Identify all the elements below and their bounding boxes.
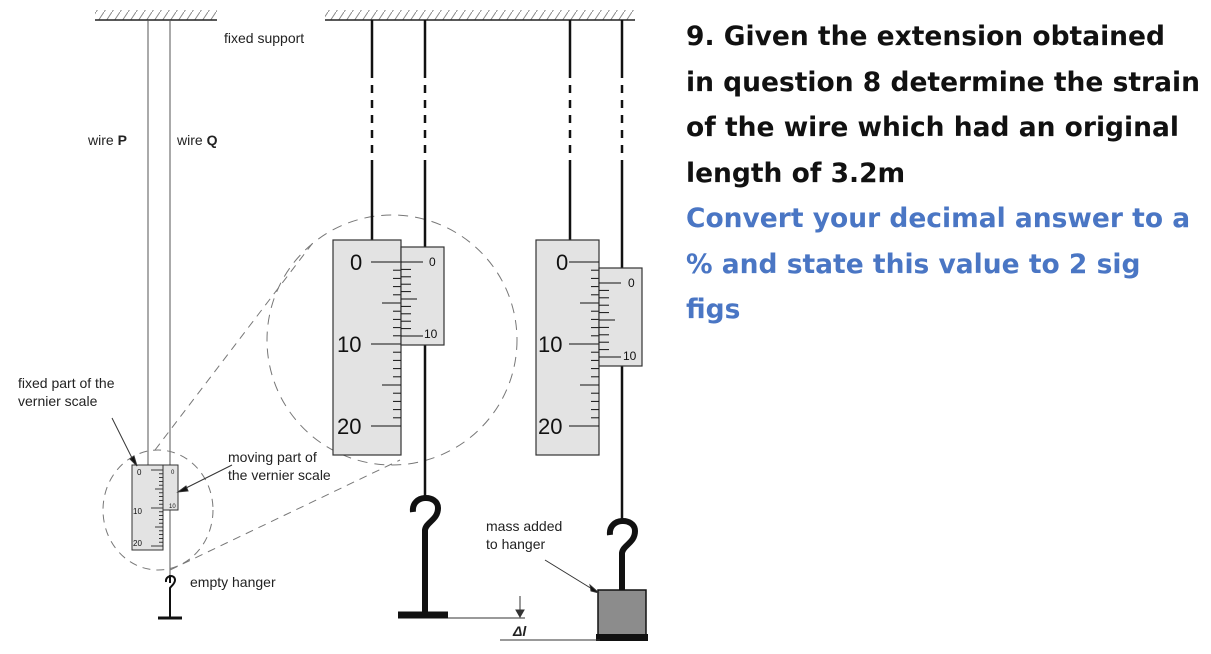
zoom-circle-small — [102, 449, 214, 571]
wire-p-label: wire P — [87, 132, 127, 148]
small-main-tick-label-0: 0 — [137, 468, 142, 477]
right-main-tick-label-10: 10 — [538, 332, 562, 357]
pointer-arrows — [111, 417, 600, 594]
middle-main-tick-label-20: 20 — [337, 414, 361, 439]
small-vernier-tick-label-10: 10 — [169, 504, 176, 510]
middle-hanger-icon — [398, 495, 448, 619]
mass-added-label-line2: to hanger — [486, 536, 545, 552]
right-main-tick-label-20: 20 — [538, 414, 562, 439]
vernier-diagram: 0 10 20 0 10 0 10 20 0 10 — [18, 10, 648, 641]
middle-vernier-tick-label-0: 0 — [429, 255, 436, 269]
small-main-tick-label-10: 10 — [133, 507, 142, 516]
right-fixed-scale: 0 10 20 — [535, 239, 600, 456]
moving-part-label-line2: the vernier scale — [228, 467, 331, 483]
ceiling-left — [95, 10, 217, 21]
small-moving-scale: 0 10 — [162, 464, 179, 511]
mass-block — [596, 589, 648, 641]
right-main-tick-label-0: 0 — [556, 250, 568, 275]
fixed-part-label-line1: fixed part of the — [18, 375, 115, 391]
delta-l-label: Δl — [512, 623, 527, 639]
moving-part-label-line1: moving part of — [228, 449, 317, 465]
right-vernier-tick-label-0: 0 — [628, 276, 635, 290]
zoom-leader-lines — [154, 239, 401, 571]
fixed-support-label: fixed support — [224, 30, 304, 46]
middle-vernier-tick-label-10: 10 — [424, 327, 438, 341]
zoom-circle-large — [266, 214, 518, 466]
fixed-part-label-line2: vernier scale — [18, 393, 98, 409]
instruction-text: Convert your decimal answer to a % and s… — [686, 203, 1191, 325]
small-vernier-tick-label-0: 0 — [171, 470, 175, 476]
ceiling-right — [325, 10, 635, 21]
empty-hanger-label: empty hanger — [190, 574, 276, 590]
question-text: 9. Given the extension obtained in quest… — [686, 21, 1200, 189]
mass-added-label-line1: mass added — [486, 518, 562, 534]
middle-fixed-scale: 0 10 20 — [332, 239, 402, 456]
small-main-tick-label-20: 20 — [133, 539, 142, 548]
middle-moving-scale: 0 10 — [400, 246, 445, 346]
wire-q-label: wire Q — [176, 132, 218, 148]
small-fixed-scale: 0 10 20 — [131, 464, 164, 551]
middle-main-tick-label-0: 0 — [350, 250, 362, 275]
extension-marker — [448, 596, 600, 641]
question-panel: 9. Given the extension obtained in quest… — [686, 14, 1201, 333]
empty-hanger-icon — [158, 575, 182, 620]
loaded-hanger-icon — [607, 518, 639, 590]
right-vernier-tick-label-10: 10 — [623, 349, 637, 363]
middle-main-tick-label-10: 10 — [337, 332, 361, 357]
right-moving-scale: 0 10 — [598, 267, 643, 367]
